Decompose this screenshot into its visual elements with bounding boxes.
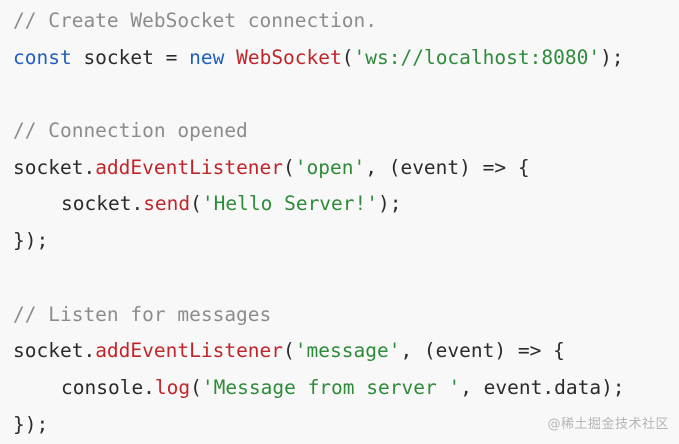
code-line-7: });: [13, 223, 679, 260]
code-line-10: socket.addEventListener('message', (even…: [13, 333, 679, 370]
object-socket: socket.: [13, 339, 96, 363]
close-block: });: [13, 229, 49, 253]
paren-open: (: [283, 339, 295, 363]
variable-socket: socket =: [71, 45, 190, 69]
object-console: console.: [61, 375, 155, 399]
string-message: 'message': [294, 339, 401, 363]
code-line-12: });: [13, 407, 679, 444]
string-open: 'open': [294, 155, 366, 179]
code-line-1: // Create WebSocket connection.: [13, 3, 679, 40]
paren-open: (: [190, 192, 202, 216]
arrow-args: , (event) => {: [400, 339, 565, 363]
log-args-tail: , event.data);: [460, 375, 625, 399]
keyword-const: const: [13, 45, 72, 69]
paren-close: );: [600, 45, 624, 69]
method-log: log: [154, 375, 191, 399]
code-line-5: socket.addEventListener('open', (event) …: [13, 150, 679, 187]
object-socket: socket.: [13, 155, 96, 179]
method-add-event-listener: addEventListener: [95, 339, 284, 363]
close-block: });: [13, 412, 49, 436]
paren-open: (: [190, 375, 202, 399]
method-add-event-listener: addEventListener: [95, 155, 284, 179]
keyword-new: new: [189, 45, 225, 69]
comment-listen-messages: // Listen for messages: [13, 302, 272, 326]
code-line-6: socket.send('Hello Server!');: [13, 186, 679, 223]
code-line-3-blank: [13, 76, 679, 113]
code-line-9: // Listen for messages: [13, 297, 679, 334]
comment-connection-opened: // Connection opened: [13, 119, 248, 143]
paren-open: (: [283, 155, 295, 179]
code-line-11: console.log('Message from server ', even…: [13, 370, 679, 407]
paren-close: );: [378, 192, 402, 216]
watermark-label: @稀土掘金技术社区: [547, 417, 669, 432]
comment-create-connection: // Create WebSocket connection.: [13, 9, 377, 32]
paren-open: (: [341, 45, 354, 69]
object-socket: socket.: [61, 192, 144, 216]
arrow-args: , (event) => {: [365, 155, 530, 179]
string-message-from-server: 'Message from server ': [201, 375, 461, 399]
class-websocket: WebSocket: [236, 45, 342, 69]
string-url: 'ws://localhost:8080': [353, 45, 601, 69]
code-line-8-blank: [13, 260, 679, 297]
code-line-2: const socket = new WebSocket('ws://local…: [13, 40, 679, 77]
code-line-4: // Connection opened: [13, 113, 679, 150]
string-hello-server: 'Hello Server!': [201, 192, 379, 216]
method-send: send: [143, 192, 191, 216]
